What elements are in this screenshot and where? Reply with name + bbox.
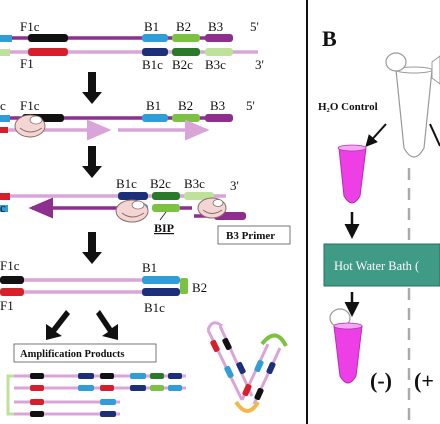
amplification-product-loop xyxy=(206,321,288,413)
bip-pointer xyxy=(159,211,167,221)
down-arrow-icon xyxy=(82,146,102,178)
label-3prime: 3' xyxy=(255,57,264,72)
label-step3-3prime: 3' xyxy=(230,178,239,193)
label-negative: (-) xyxy=(370,368,392,393)
label-step4-b2: B2 xyxy=(192,280,207,295)
label-f1: F1 xyxy=(20,56,34,71)
pink-tube-capped-icon xyxy=(329,308,363,384)
label-step2-f1c: F1c xyxy=(20,98,40,113)
template-bottom-strand xyxy=(0,48,258,56)
label-5prime: 5' xyxy=(250,19,259,34)
pink-tube-icon xyxy=(337,144,367,204)
label-step2-b1: B1 xyxy=(146,98,161,113)
panel-b: B H₂O Control Hot Water Bath ( xyxy=(318,26,440,424)
amplification-product-linear xyxy=(6,373,186,417)
panel-a: F1c B1 B2 B3 5' F1 B1c B2c B3c 3' c F1c … xyxy=(0,19,291,417)
hot-water-bath xyxy=(323,243,440,287)
label-b3c: B3c xyxy=(205,57,226,72)
label-bip: BIP xyxy=(154,221,174,235)
label-step3-b3c: B3c xyxy=(184,176,205,191)
label-step3-b2c: B2c xyxy=(150,176,171,191)
arrow-icon xyxy=(365,123,387,147)
label-step3-b1c: B1c xyxy=(116,176,137,191)
template-top-strand xyxy=(0,34,233,42)
down-arrow-icon xyxy=(82,72,102,104)
panel-b-letter: B xyxy=(322,26,337,51)
label-step4-b1: B1 xyxy=(142,260,157,275)
down-arrow-icon xyxy=(82,232,102,264)
label-step4-f1c: F1c xyxy=(0,258,20,273)
label-step4-f1: F1 xyxy=(0,298,14,313)
dumbbell-structure xyxy=(0,276,188,296)
polymerase-icon xyxy=(14,114,46,138)
label-step2-b2: B2 xyxy=(178,98,193,113)
label-positive: (+ xyxy=(414,368,434,393)
label-step2-b3: B3 xyxy=(210,98,225,113)
label-b1: B1 xyxy=(144,19,159,34)
polymerase-icon xyxy=(115,199,149,223)
label-b1c: B1c xyxy=(142,57,163,72)
label-b3-primer: B3 Primer xyxy=(226,230,275,242)
polymerase-icon xyxy=(197,197,227,219)
label-h2o-control: H₂O Control xyxy=(318,101,378,113)
label-b2: B2 xyxy=(176,19,191,34)
label-hot-water-bath: Hot Water Bath ( xyxy=(334,259,419,273)
b3-primer-box xyxy=(217,225,291,245)
label-step2-cut: c xyxy=(0,98,6,113)
arrow-icon xyxy=(429,123,440,147)
label-step3-cut: c xyxy=(0,200,6,215)
label-step4-b1c: B1c xyxy=(144,300,165,315)
label-f1c: F1c xyxy=(20,19,40,34)
empty-tube-icon xyxy=(385,52,440,158)
label-b3: B3 xyxy=(208,19,223,34)
diagonal-arrow-icon xyxy=(96,310,118,340)
label-b2c: B2c xyxy=(172,57,193,72)
label-amplification: Amplification Products xyxy=(20,349,125,360)
diagonal-arrow-icon xyxy=(46,310,70,340)
amplification-box xyxy=(13,343,157,363)
label-step2-5prime: 5' xyxy=(246,98,255,113)
